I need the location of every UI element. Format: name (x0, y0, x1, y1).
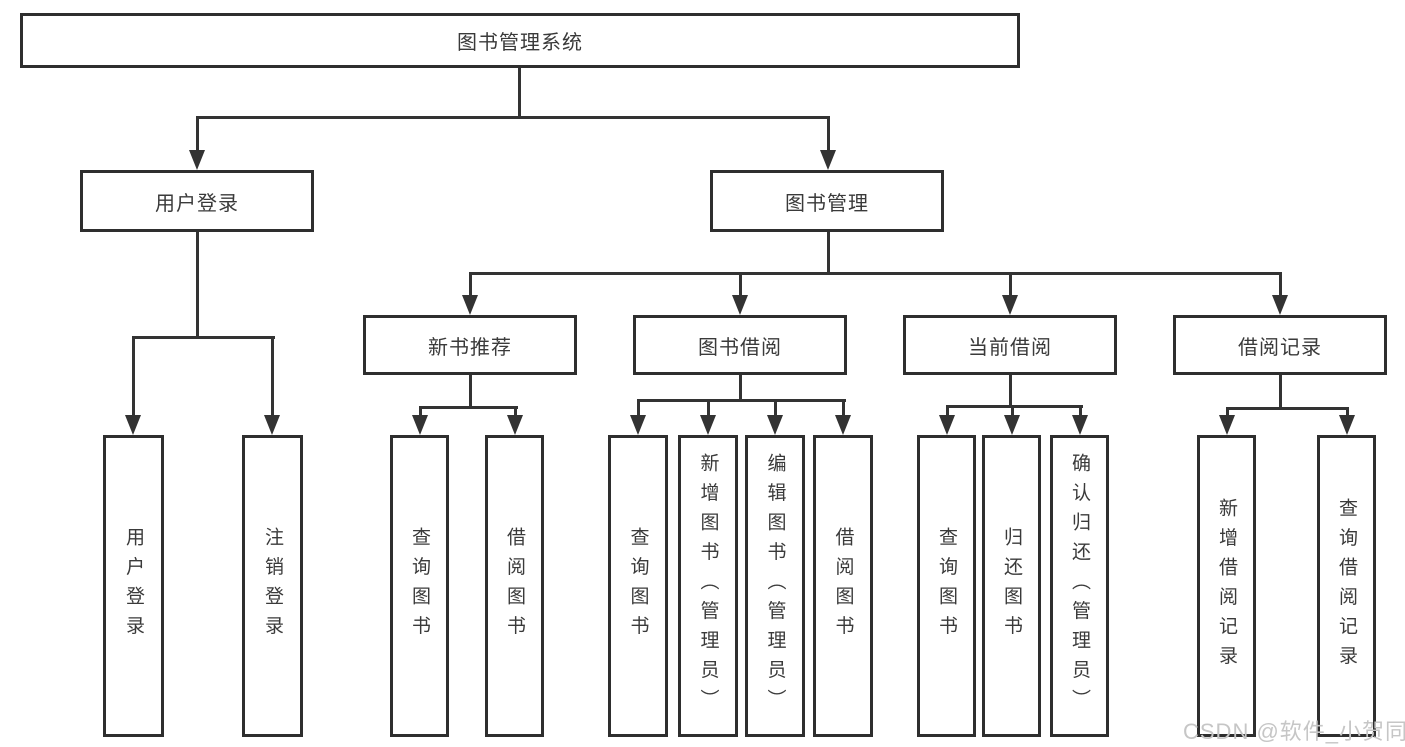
connector-line (774, 402, 777, 417)
node-book-mgmt-branch: 图书管理 (710, 170, 944, 232)
leaf-add-book-admin: 新增图书（管理员） (678, 435, 738, 737)
arrowhead-down-icon (835, 415, 851, 435)
arrowhead-down-icon (1219, 415, 1235, 435)
connector-line (637, 399, 846, 402)
node-root: 图书管理系统 (20, 13, 1020, 68)
node-user-login-branch-label: 用户登录 (155, 192, 239, 215)
arrowhead-down-icon (1339, 415, 1355, 435)
arrowhead-down-icon (939, 415, 955, 435)
leaf-add-record: 新增借阅记录 (1197, 435, 1256, 737)
arrowhead-down-icon (507, 415, 523, 435)
arrowhead-down-icon (630, 415, 646, 435)
leaf-add-record-label: 新增借阅记录 (1216, 497, 1237, 675)
node-new-book-rec-label: 新书推荐 (428, 336, 512, 359)
connector-line (1226, 410, 1229, 417)
connector-line (419, 409, 422, 417)
leaf-return-book-label: 归还图书 (1001, 527, 1022, 645)
connector-line (132, 339, 135, 417)
leaf-query-book-current: 查询图书 (917, 435, 976, 737)
node-book-mgmt-branch-label: 图书管理 (785, 192, 869, 215)
connector-line (1346, 410, 1349, 417)
node-book-borrow-label: 图书借阅 (698, 336, 782, 359)
connector-line (1011, 408, 1014, 417)
arrowhead-down-icon (125, 415, 141, 435)
leaf-query-book-rec-label: 查询图书 (409, 527, 430, 645)
leaf-borrow-book-borrow-label: 借阅图书 (832, 527, 854, 645)
connector-line (827, 119, 830, 152)
leaf-logout-label: 注销登录 (262, 527, 283, 645)
connector-line (518, 68, 521, 119)
node-current-borrow-label: 当前借阅 (968, 336, 1052, 359)
csdn-watermark: CSDN @软件_小贺同学 (1183, 719, 1405, 744)
node-borrow-records: 借阅记录 (1173, 315, 1387, 375)
node-new-book-rec: 新书推荐 (363, 315, 577, 375)
arrowhead-down-icon (412, 415, 428, 435)
connector-line (739, 275, 742, 298)
leaf-logout: 注销登录 (242, 435, 303, 737)
arrowhead-down-icon (700, 415, 716, 435)
connector-line (827, 232, 830, 275)
connector-line (637, 402, 640, 417)
leaf-borrow-book-rec: 借阅图书 (485, 435, 544, 737)
connector-line (1279, 375, 1282, 410)
arrowhead-down-icon (189, 150, 205, 170)
connector-line (196, 232, 199, 339)
connector-line (196, 119, 199, 152)
connector-line (1009, 375, 1012, 408)
leaf-query-book-borrow-label: 查询图书 (627, 527, 649, 645)
arrowhead-down-icon (1004, 415, 1020, 435)
connector-line (132, 336, 275, 339)
leaf-add-book-admin-label: 新增图书（管理员） (697, 453, 719, 719)
arrowhead-down-icon (1002, 295, 1018, 315)
connector-line (707, 402, 710, 417)
node-root-label: 图书管理系统 (457, 32, 583, 54)
connector-line (469, 272, 1282, 275)
connector-line (1079, 408, 1082, 417)
leaf-query-record: 查询借阅记录 (1317, 435, 1376, 737)
arrowhead-down-icon (732, 295, 748, 315)
leaf-edit-book-admin: 编辑图书（管理员） (745, 435, 805, 737)
leaf-return-book: 归还图书 (982, 435, 1041, 737)
connector-line (946, 405, 1083, 408)
connector-line (469, 275, 472, 298)
node-current-borrow: 当前借阅 (903, 315, 1117, 375)
arrowhead-down-icon (820, 150, 836, 170)
connector-line (469, 375, 472, 409)
leaf-borrow-book-rec-label: 借阅图书 (504, 527, 525, 645)
leaf-query-book-current-label: 查询图书 (936, 527, 957, 645)
connector-line (1226, 407, 1349, 410)
node-borrow-records-label: 借阅记录 (1238, 336, 1322, 359)
leaf-edit-book-admin-label: 编辑图书（管理员） (764, 453, 786, 719)
leaf-user-login: 用户登录 (103, 435, 164, 737)
leaf-query-book-rec: 查询图书 (390, 435, 449, 737)
connector-line (842, 402, 845, 417)
node-book-borrow: 图书借阅 (633, 315, 847, 375)
arrowhead-down-icon (264, 415, 280, 435)
connector-line (514, 409, 517, 417)
connector-line (196, 116, 830, 119)
connector-line (1009, 275, 1012, 298)
connector-line (1279, 275, 1282, 298)
arrowhead-down-icon (1272, 295, 1288, 315)
node-user-login-branch: 用户登录 (80, 170, 314, 232)
leaf-query-record-label: 查询借阅记录 (1336, 497, 1357, 675)
leaf-confirm-return-admin: 确认归还（管理员） (1050, 435, 1109, 737)
leaf-query-book-borrow: 查询图书 (608, 435, 668, 737)
leaf-user-login-label: 用户登录 (123, 527, 144, 645)
connector-line (946, 408, 949, 417)
leaf-confirm-return-admin-label: 确认归还（管理员） (1069, 453, 1090, 719)
connector-line (419, 406, 518, 409)
arrowhead-down-icon (1072, 415, 1088, 435)
connector-line (271, 339, 274, 417)
arrowhead-down-icon (462, 295, 478, 315)
arrowhead-down-icon (767, 415, 783, 435)
leaf-borrow-book-borrow: 借阅图书 (813, 435, 873, 737)
connector-line (739, 375, 742, 402)
